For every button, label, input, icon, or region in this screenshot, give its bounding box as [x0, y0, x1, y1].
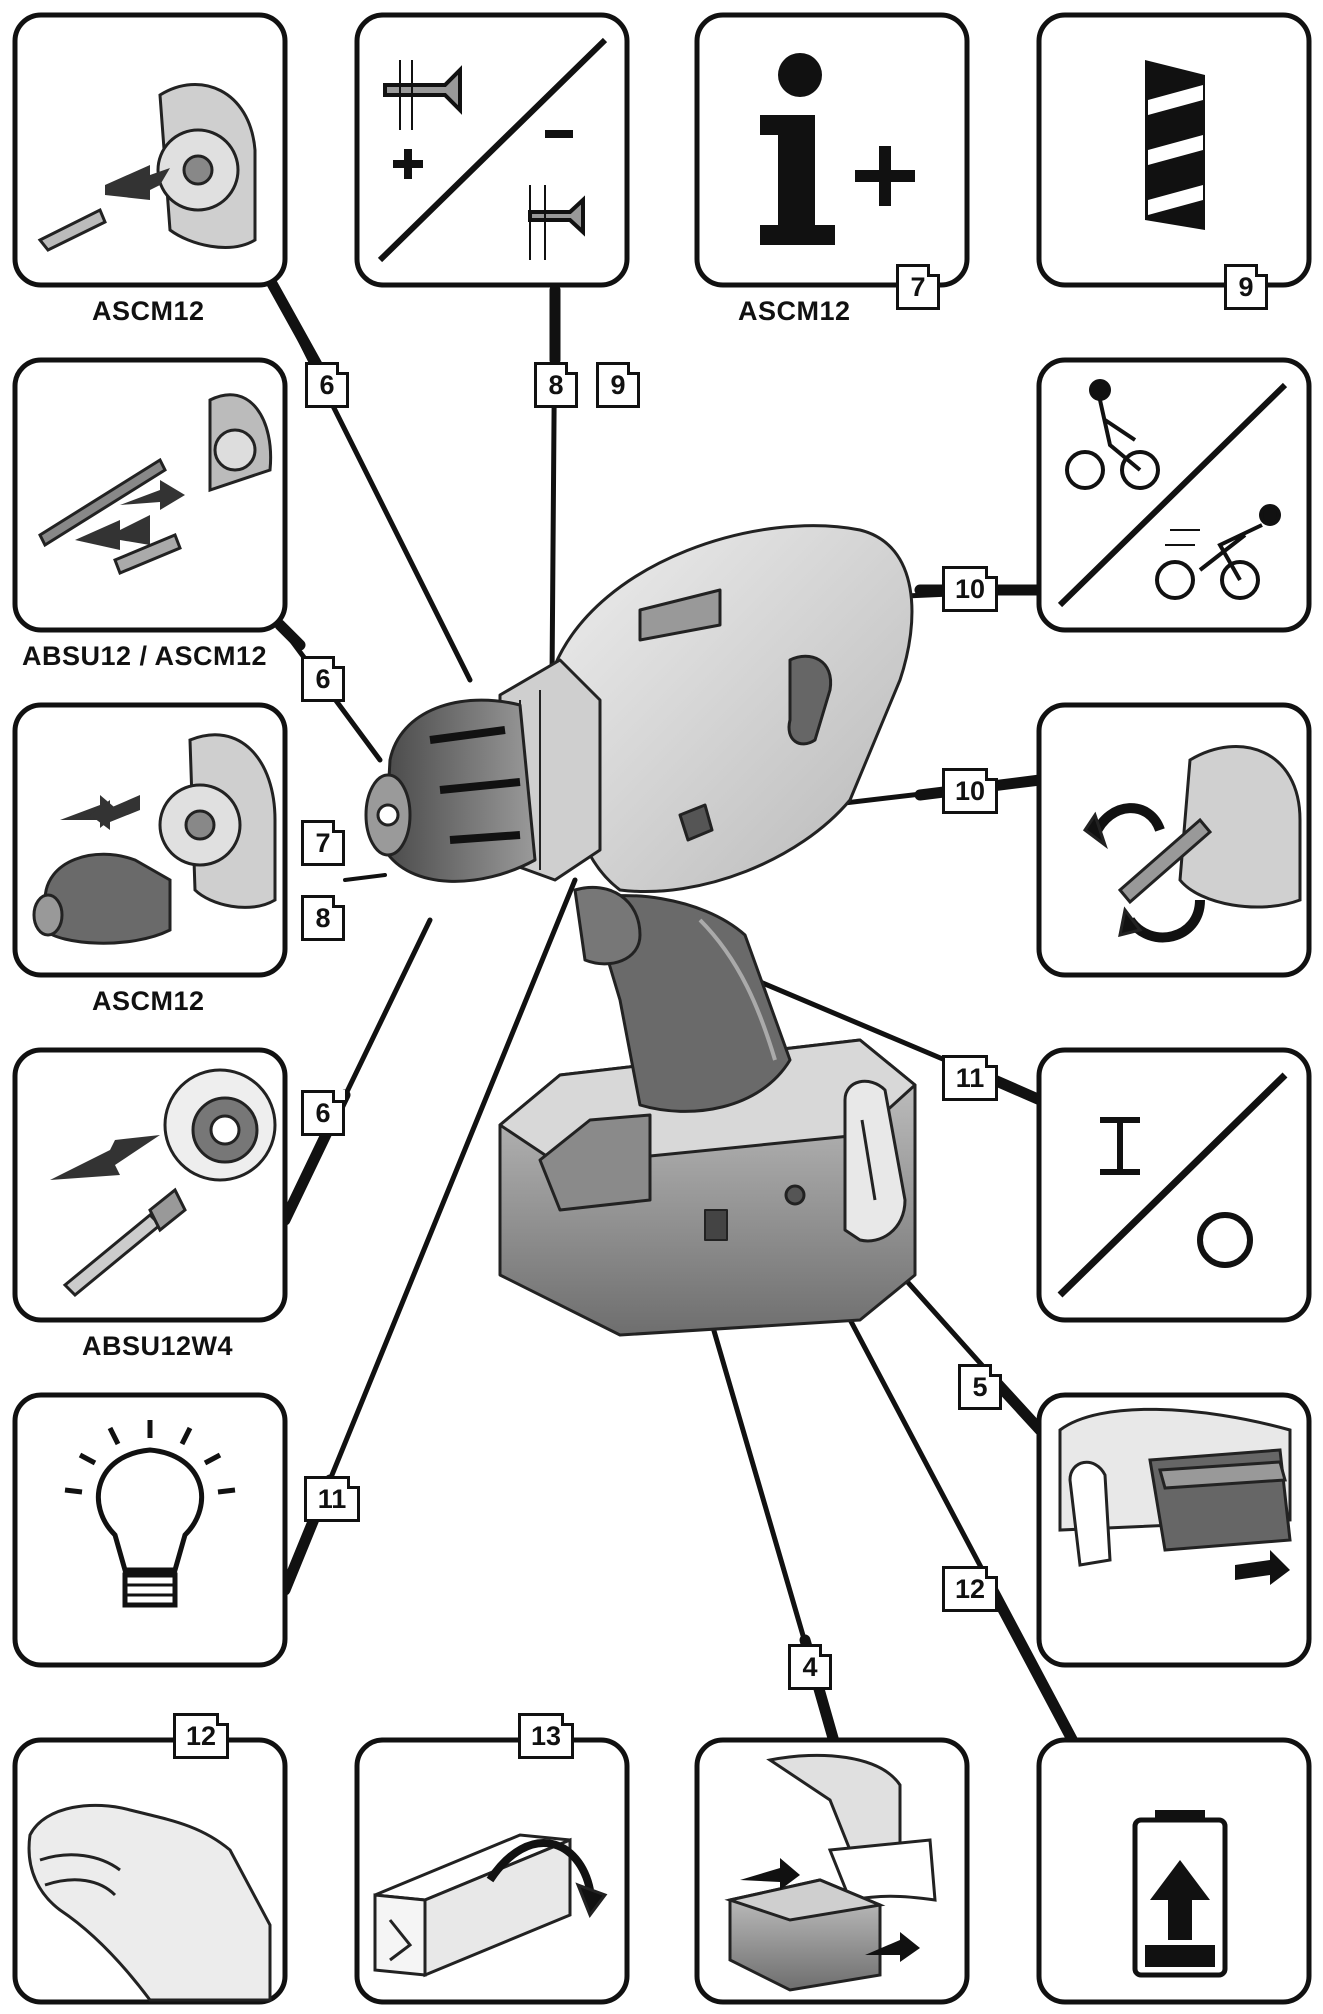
- leader-6b-thick: [274, 619, 306, 651]
- panel-3-frame: [694, 12, 970, 288]
- panel-7-caption: ASCM12: [92, 986, 205, 1016]
- tag-4-battery: 4: [788, 1644, 832, 1690]
- torque-screw-icon: [377, 37, 608, 263]
- packaging-icon: [373, 1833, 608, 1978]
- panel-11-frame: [12, 1392, 288, 1668]
- leader-12a-thick: [984, 1579, 1081, 1751]
- tag-10-speed: 10: [942, 566, 998, 612]
- tag-6-top: 6: [305, 362, 349, 408]
- speed-gear-icon: [1057, 379, 1288, 608]
- tag-9-top: 9: [596, 362, 640, 408]
- tag-8-left: 8: [301, 895, 345, 941]
- leader-11b: [282, 877, 578, 1593]
- tag-11-light: 11: [304, 1476, 360, 1522]
- drill-bit-icon: [1145, 60, 1205, 230]
- tag-6-middle: 6: [301, 656, 345, 702]
- leader-7-8: [343, 873, 387, 882]
- panel-5-caption: ABSU12 / ASCM12: [22, 641, 268, 671]
- on-off-switch-icon: [1057, 1072, 1288, 1298]
- work-light-icon: [64, 1420, 236, 1608]
- tag-12-hand: 12: [173, 1713, 229, 1759]
- battery-release-icon: [1058, 1407, 1292, 1585]
- drill-icon: [364, 524, 917, 1337]
- chuck-change-icon: [32, 733, 277, 945]
- tag-5-release: 5: [958, 1364, 1002, 1410]
- panel-3-caption: ASCM12: [738, 296, 851, 326]
- tag-9-drill-bit: 9: [1224, 264, 1268, 310]
- tag-12-battery: 12: [942, 1566, 998, 1612]
- tag-6-bottom: 6: [301, 1090, 345, 1136]
- tag-7-info: 7: [896, 264, 940, 310]
- bit-insert-icon: [37, 83, 257, 252]
- tag-10-rotation: 10: [942, 768, 998, 814]
- battery-charge-icon: [1132, 1810, 1228, 1978]
- info-plus-icon: [760, 53, 915, 245]
- hand-vibration-icon: [27, 1803, 272, 2002]
- bit-holder-icon: [50, 1068, 277, 1298]
- battery-insert-icon: [724, 1753, 937, 1992]
- bit-change-icon: [38, 393, 273, 575]
- tag-8-top: 8: [534, 362, 578, 408]
- panel-1-caption: ASCM12: [92, 296, 205, 326]
- tag-11-switch: 11: [942, 1055, 998, 1101]
- panel-9-caption: ABSU12W4: [82, 1331, 234, 1361]
- tag-13-packaging: 13: [518, 1713, 574, 1759]
- rotation-direction-icon: [1082, 745, 1302, 943]
- tag-7-left: 7: [301, 820, 345, 866]
- leader-6a-thick: [264, 274, 326, 376]
